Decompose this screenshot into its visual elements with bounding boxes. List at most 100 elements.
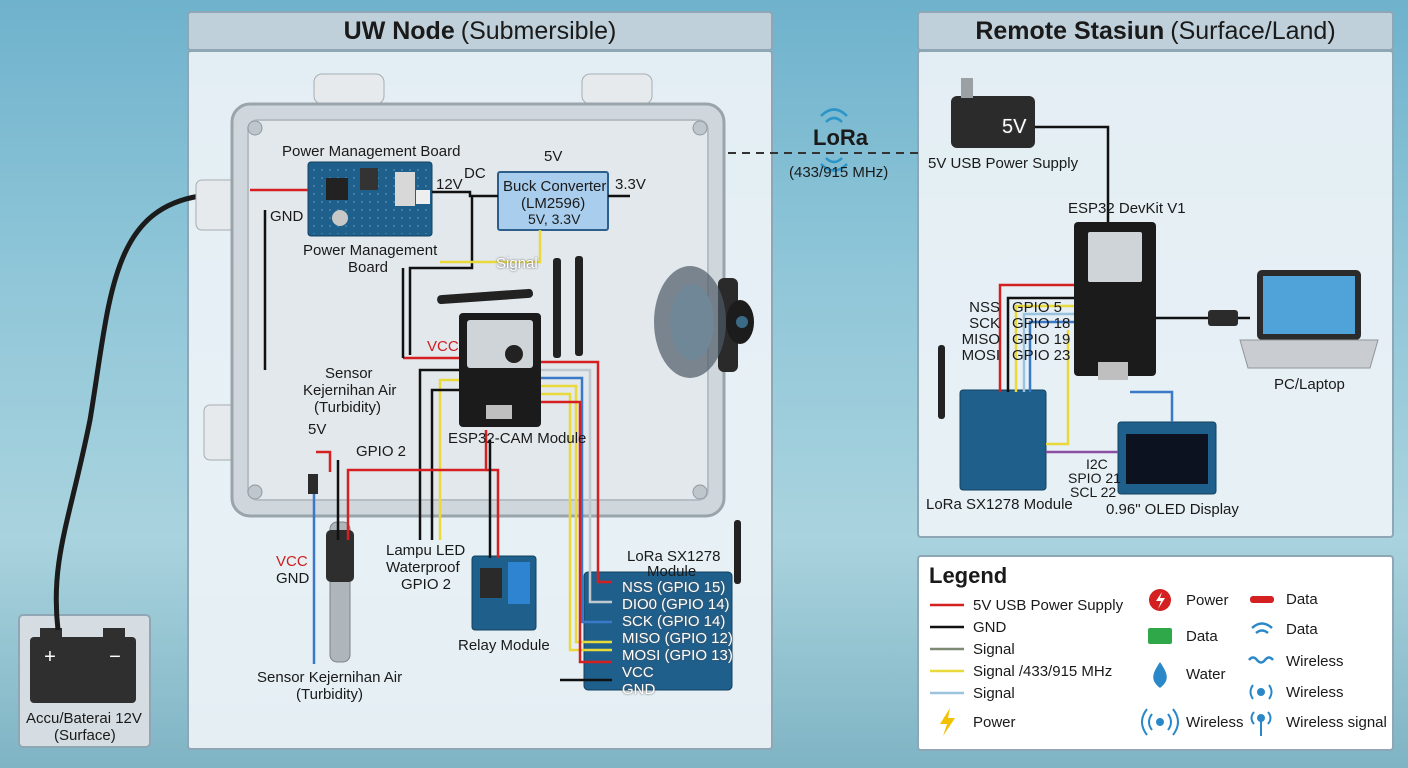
remote-wires (998, 283, 1174, 454)
label-5v-top: 5V (544, 148, 563, 165)
esp32-cam-module-image (437, 256, 583, 427)
buck-converter-model: (LM2596) (521, 195, 586, 212)
legend-line-signal-1: Signal (973, 641, 1015, 658)
remote-station-subtitle: (Surface/Land) (1170, 16, 1336, 45)
esp32-cam-label: ESP32-CAM Module (448, 430, 587, 447)
pc-laptop-label: PC/Laptop (1274, 376, 1345, 393)
turbidity-label-bottom-1: Sensor Kejernihan Air (257, 669, 403, 686)
legend-col3-wireless-1: Wireless (1286, 653, 1344, 670)
camera-lens-icon (654, 266, 754, 378)
esp32-devkit-label: ESP32 DevKit V1 (1068, 200, 1186, 217)
lora-node-title-2: Module (647, 563, 697, 580)
legend-line-power: Power (973, 714, 1016, 731)
spi-name-sck: SCK (969, 315, 1000, 332)
lora-node-title-1: LoRa SX1278 (627, 548, 721, 565)
legend-col3-data-1: Data (1286, 591, 1318, 608)
turbidity-label-top-2: Kejernihan Air (303, 382, 397, 399)
remote-station-header: Remote Stasiun (Surface/Land) (917, 11, 1394, 51)
battery-label-1: Accu/Baterai 12V (26, 710, 142, 727)
legend-col3-wireless-signal: Wireless signal (1286, 714, 1387, 731)
lora-pin-miso: MISO (GPIO 12) (622, 630, 733, 647)
legend-col3-data-2: Data (1286, 621, 1318, 638)
legend-antenna-icon (1250, 711, 1272, 736)
legend-data-bar-icon (1250, 596, 1274, 603)
led-label-1: Lampu LED (386, 542, 466, 559)
svg-text:+: + (44, 646, 56, 668)
legend-line-signal-mhz: Signal /433/915 MHz (973, 663, 1113, 680)
legend-power-icon (1149, 589, 1171, 611)
psu-5v-label: 5V (1002, 116, 1027, 138)
legend-wifi-icon (1251, 622, 1273, 635)
relay-module-image (471, 555, 537, 631)
uw-node-header: UW Node (Submersible) (187, 11, 773, 51)
power-management-board-image (307, 161, 433, 237)
svg-text:−: − (109, 646, 121, 668)
buck-converter (497, 171, 609, 231)
label-signal: Signal (496, 255, 538, 272)
uw-node-title: UW Node (343, 16, 455, 45)
uw-wires (250, 188, 630, 682)
legend-col2-water: Water (1186, 666, 1226, 683)
laptop-icon (1156, 270, 1379, 369)
spi-name-miso: MISO (961, 331, 1000, 348)
psu-name-label: 5V USB Power Supply (928, 155, 1079, 172)
spi-name-nss: NSS (969, 299, 1000, 316)
oled-label: 0.96" OLED Display (1106, 501, 1239, 518)
i2c-label: I2C (1086, 456, 1108, 472)
remote-station-title: Remote Stasiun (975, 16, 1165, 45)
legend-wave-icon (1248, 656, 1274, 664)
label-vcc-cam: VCC (427, 338, 459, 355)
spi-gpio-23: GPIO 23 (1012, 347, 1071, 364)
lora-pin-nss: NSS (GPIO 15) (622, 579, 726, 596)
lora-link-frequency: (433/915 MHz) (789, 164, 889, 181)
label-gnd-sensor: GND (276, 570, 310, 587)
legend-broadcast-icon (1249, 684, 1273, 700)
legend-col2-data: Data (1186, 628, 1218, 645)
legend-line-signal-2: Signal (973, 685, 1015, 702)
uw-node-subtitle: (Submersible) (460, 16, 617, 45)
label-5v-sensor: 5V (308, 421, 327, 438)
turbidity-sensor-image (308, 474, 354, 663)
turbidity-label-bottom-2: (Turbidity) (296, 686, 363, 703)
buck-converter-title: Buck Converter (503, 178, 607, 195)
legend-line-gnd: GND (973, 619, 1007, 636)
lora-pin-dio0: DIO0 (GPIO 14) (622, 596, 730, 613)
led-label-2: Waterproof (386, 559, 460, 576)
turbidity-label-top-3: (Turbidity) (314, 399, 381, 416)
lora-link-title: LoRa (813, 125, 868, 150)
buck-converter-output: 5V, 3.3V (528, 211, 581, 227)
esp32-devkit-image (1074, 222, 1156, 380)
spi-gpio-18: GPIO 18 (1012, 315, 1071, 332)
legend-power-bolt-icon (940, 708, 955, 736)
legend-col3-wireless-2: Wireless (1286, 684, 1344, 701)
power-board-label-top: Power Management Board (282, 143, 461, 160)
lora-wireless-icon (820, 108, 848, 172)
led-label-3: GPIO 2 (401, 576, 452, 593)
legend-col2-wireless: Wireless (1186, 714, 1244, 731)
legend-wireless-icon (1141, 708, 1179, 736)
lora-pin-sck: SCK (GPIO 14) (622, 613, 726, 630)
legend-col2-power: Power (1186, 592, 1229, 609)
turbidity-label-top-1: Sensor (325, 365, 373, 382)
legend-title: Legend (929, 563, 1008, 588)
battery-cable (53, 193, 201, 631)
power-board-label-line1: Power Management (303, 242, 438, 259)
lora-pin-vcc: VCC (622, 664, 654, 681)
label-12v: 12V (436, 176, 463, 193)
relay-label: Relay Module (458, 637, 550, 654)
spi-gpio-19: GPIO 19 (1012, 331, 1071, 348)
lora-pin-gnd: GND (622, 681, 656, 698)
battery-label-2: (Surface) (54, 727, 116, 744)
spi-name-mosi: MOSI (961, 347, 1000, 364)
legend-panel (917, 555, 1394, 751)
label-gnd-left: GND (270, 208, 304, 225)
spi-gpio-5: GPIO 5 (1012, 299, 1063, 316)
label-3v3: 3.3V (615, 176, 646, 193)
lora-pin-mosi: MOSI (GPIO 13) (622, 647, 733, 664)
label-dc: DC (464, 165, 486, 182)
battery-icon: + − (30, 628, 136, 703)
usb-power-supply-image (951, 78, 1110, 222)
i2c-scl-label: SCL 22 (1070, 484, 1117, 500)
lora-remote-label: LoRa SX1278 Module (926, 496, 1073, 513)
